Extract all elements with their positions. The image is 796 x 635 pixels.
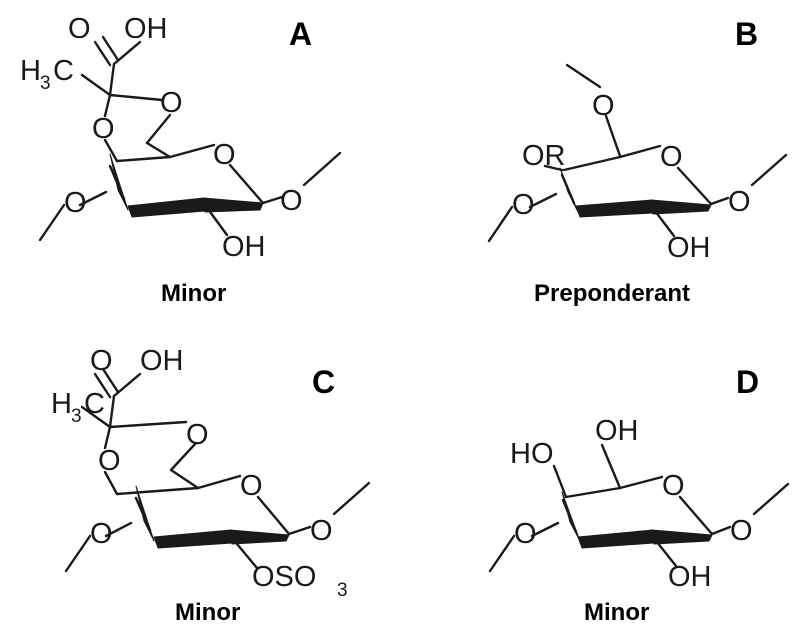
- panel-b-atoms: O OR O O O OH: [512, 90, 751, 264]
- methyl-subscript: 3: [71, 406, 82, 427]
- panel-caption: Minor: [584, 599, 649, 626]
- panel-c-wedges: [135, 485, 290, 549]
- glycosidic-oxygen-left: O: [512, 189, 535, 221]
- c2-hydroxyl: OH: [222, 231, 266, 263]
- c4-hydroxyl: HO: [510, 438, 554, 470]
- ring-oxygen: O: [240, 470, 263, 502]
- c2-sulfate: OSO: [252, 561, 316, 593]
- ketal-oxygen-lower: O: [98, 445, 121, 477]
- methyl-h: H: [20, 55, 41, 87]
- panel-a-wedges: [109, 153, 264, 218]
- glycosidic-oxygen-right: O: [730, 515, 753, 547]
- panel-c: O OH H 3 C O O O O O OSO 3 C Minor: [51, 345, 371, 626]
- panel-letter: D: [736, 364, 759, 400]
- panel-caption: Minor: [161, 280, 226, 307]
- acid-hydroxyl: OH: [140, 345, 184, 377]
- ring-oxygen: O: [662, 470, 685, 502]
- ketal-oxygen-lower: O: [92, 113, 115, 145]
- acid-hydroxyl: OH: [124, 13, 168, 45]
- methyl-h: H: [51, 388, 72, 420]
- ketal-oxygen-upper: O: [186, 419, 209, 451]
- c4-or-group: OR: [522, 140, 566, 172]
- ring-oxygen: O: [660, 141, 683, 173]
- panel-letter: B: [735, 16, 758, 52]
- panel-a: O OH H 3 C O O O O O OH A Minor: [20, 13, 342, 307]
- c6-hydroxyl: OH: [595, 415, 639, 447]
- panel-d-atoms: OH HO O O O OH: [510, 415, 753, 593]
- panel-b: O OR O O O OH B Preponderant: [487, 16, 788, 307]
- carbonyl-oxygen: O: [68, 13, 91, 45]
- panel-caption: Minor: [175, 599, 240, 626]
- glycosidic-oxygen-right: O: [728, 186, 751, 218]
- carbonyl-oxygen: O: [90, 345, 113, 377]
- glycosidic-oxygen-left: O: [514, 518, 537, 550]
- sulfate-subscript: 3: [337, 580, 348, 601]
- glycosidic-oxygen-right: O: [310, 515, 333, 547]
- c2-hydroxyl: OH: [668, 561, 712, 593]
- ring-oxygen: O: [213, 139, 236, 171]
- ketal-oxygen-upper: O: [160, 87, 183, 119]
- panel-letter: A: [289, 16, 312, 52]
- methyl-subscript: 3: [40, 73, 51, 94]
- methyl-c: C: [53, 55, 74, 87]
- panel-letter: C: [312, 364, 335, 400]
- glycosidic-oxygen-right: O: [280, 185, 303, 217]
- glycosidic-oxygen-left: O: [90, 518, 113, 550]
- c2-hydroxyl: OH: [667, 232, 711, 264]
- panel-d-wedges: [561, 491, 713, 549]
- panel-b-wedges: [559, 167, 712, 218]
- panel-c-atoms: O OH H 3 C O O O O O OSO 3: [51, 345, 348, 601]
- panel-caption: Preponderant: [534, 280, 690, 307]
- glycosidic-oxygen-left: O: [64, 187, 87, 219]
- c6-oxygen: O: [592, 90, 615, 122]
- panel-a-atoms: O OH H 3 C O O O O O OH: [20, 13, 303, 263]
- methyl-c: C: [84, 388, 105, 420]
- panel-d: OH HO O O O OH D Minor: [488, 364, 790, 626]
